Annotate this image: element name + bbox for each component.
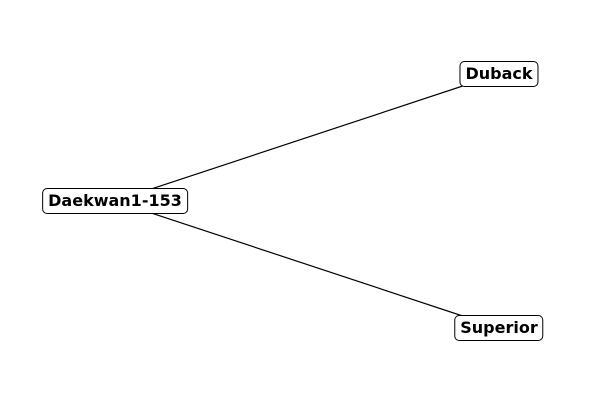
node-daekwan1-153: Daekwan1-153	[42, 188, 188, 214]
edge-daekwan-superior	[114, 200, 500, 329]
node-superior: Superior	[454, 315, 544, 341]
node-duback: Duback	[459, 61, 539, 87]
edge-daekwan-duback	[114, 73, 500, 202]
